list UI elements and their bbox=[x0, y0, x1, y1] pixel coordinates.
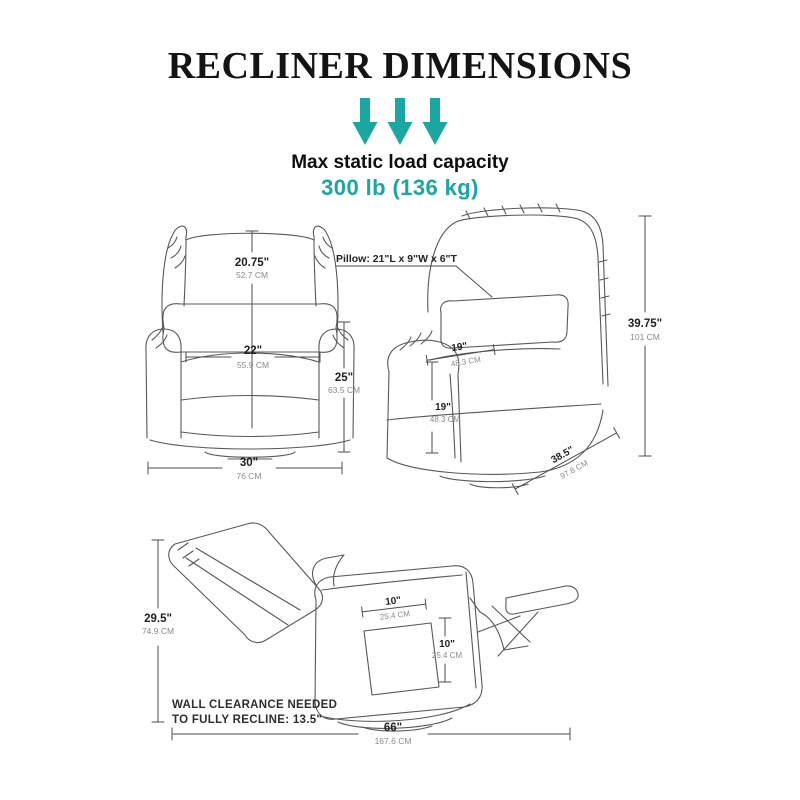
front-overall-width-inch-label: 30" bbox=[240, 457, 258, 469]
reclined-height-inch-label: 29.5" bbox=[144, 613, 172, 625]
side-seat-height-inch-label: 19" bbox=[435, 402, 451, 413]
dim-reclined-height: 29.5" 74.9 CM bbox=[142, 539, 174, 723]
load-capacity-arrows bbox=[0, 97, 800, 146]
dim-reclined-length: 66" 167.6 CM bbox=[171, 722, 571, 746]
wall-clearance-line1: WALL CLEARANCE NEEDED bbox=[172, 699, 337, 711]
seat-square-width-cm-label: 25.4 CM bbox=[379, 609, 410, 622]
load-capacity-value: 300 lb (136 kg) bbox=[321, 174, 479, 200]
down-arrow-icon bbox=[387, 97, 413, 145]
page-title: RECLINER DIMENSIONS bbox=[167, 45, 633, 87]
wall-clearance-line2: TO FULLY RECLINE: 13.5" bbox=[172, 714, 322, 726]
dim-front-seat-height: 25" 63.5 CM bbox=[328, 321, 360, 453]
side-overall-height-inch-label: 39.75" bbox=[628, 318, 662, 330]
down-arrow-icon bbox=[422, 97, 448, 145]
front-back-width-cm-label: 52.7 CM bbox=[236, 270, 268, 280]
side-view-chair-drawing bbox=[386, 203, 611, 489]
side-seat-depth-cm-label: 48.3 CM bbox=[450, 355, 482, 369]
seat-square-height-cm-label: 25.4 CM bbox=[432, 651, 463, 660]
dim-seat-square-height: 10" 25.4 CM bbox=[432, 617, 463, 683]
seat-square-height-inch-label: 10" bbox=[439, 639, 455, 650]
header: RECLINER DIMENSIONS Max static load capa… bbox=[0, 0, 800, 201]
reclined-height-cm-label: 74.9 CM bbox=[142, 626, 174, 636]
dim-side-pillow-callout: Pillow: 21"L x 9"W x 6"T bbox=[335, 253, 493, 298]
seat-square-width-inch-label: 10" bbox=[385, 595, 402, 608]
front-view-chair-drawing bbox=[145, 225, 355, 460]
front-seat-height-cm-label: 63.5 CM bbox=[328, 385, 360, 395]
down-arrow-icon bbox=[352, 97, 378, 145]
side-seat-height-cm-label: 48.3 CM bbox=[430, 415, 461, 424]
dim-side-seat-height: 19" 48.3 CM bbox=[425, 361, 461, 454]
reclined-length-cm-label: 167.6 CM bbox=[375, 736, 412, 746]
front-back-width-inch-label: 20.75" bbox=[235, 257, 269, 269]
load-capacity-label: Max static load capacity bbox=[291, 151, 509, 173]
front-seat-width-cm-label: 55.9 CM bbox=[237, 360, 269, 370]
dim-front-seat-width: 22" 55.9 CM bbox=[185, 345, 321, 370]
dim-side-overall-depth: 38.5" 97.8 CM bbox=[511, 427, 621, 495]
dim-front-overall-width: 30" 76 CM bbox=[147, 457, 343, 481]
front-overall-width-cm-label: 76 CM bbox=[236, 471, 261, 481]
front-seat-height-inch-label: 25" bbox=[335, 372, 353, 384]
side-overall-depth-cm-label: 97.8 CM bbox=[559, 458, 590, 481]
pillow-size-label: Pillow: 21"L x 9"W x 6"T bbox=[336, 253, 458, 265]
dim-side-overall-height: 39.75" 101 CM bbox=[628, 215, 662, 457]
side-seat-depth-inch-label: 19" bbox=[451, 341, 469, 354]
reclined-length-inch-label: 66" bbox=[384, 722, 402, 734]
side-overall-height-cm-label: 101 CM bbox=[630, 332, 660, 342]
dim-front-back-width: 20.75" 52.7 CM bbox=[235, 230, 269, 429]
front-seat-width-inch-label: 22" bbox=[244, 345, 262, 357]
reclined-chair-drawing bbox=[168, 522, 579, 732]
dim-seat-square-width: 10" 25.4 CM bbox=[361, 595, 427, 622]
wall-clearance-note: WALL CLEARANCE NEEDED TO FULLY RECLINE: … bbox=[172, 699, 337, 726]
